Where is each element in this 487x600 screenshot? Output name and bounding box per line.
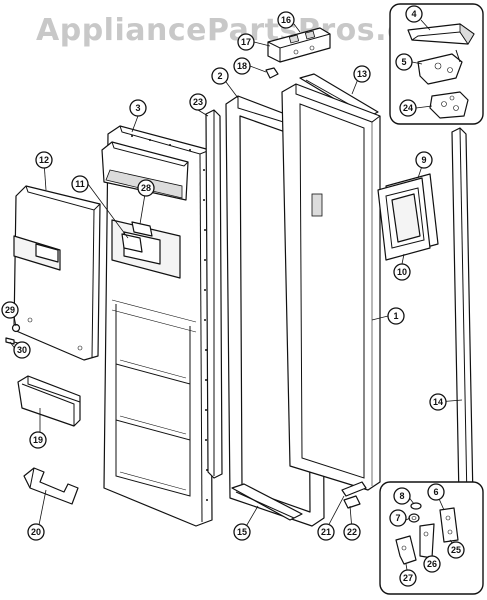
callout-label: 5	[401, 57, 406, 67]
callout-13: 13	[353, 65, 371, 83]
callout-15: 15	[233, 523, 251, 541]
dispenser-cap	[131, 221, 153, 237]
callout-4: 4	[405, 5, 423, 23]
callout-label: 27	[403, 573, 413, 583]
callout-label: 26	[427, 559, 437, 569]
liner-rivets	[131, 135, 208, 501]
callout-27: 27	[399, 569, 417, 587]
callout-label: 23	[193, 97, 203, 107]
callout-11: 11	[71, 175, 89, 193]
callout-label: 10	[397, 267, 407, 277]
callout-23: 23	[189, 93, 207, 111]
callout-label: 20	[31, 527, 41, 537]
callout-label: 21	[321, 527, 331, 537]
dispenser-frame	[377, 173, 439, 261]
callout-12: 12	[35, 151, 53, 169]
callout-label: 30	[17, 345, 27, 355]
callout-16: 16	[277, 11, 295, 29]
screw-and-washer	[5, 323, 23, 345]
callout-label: 25	[451, 545, 461, 555]
callout-20: 20	[27, 523, 45, 541]
callout-3: 3	[129, 99, 147, 117]
callout-label: 19	[33, 435, 43, 445]
inner-door-liner	[101, 125, 213, 527]
outer-door-panel	[281, 83, 381, 491]
callout-19: 19	[29, 431, 47, 449]
callout-label: 15	[237, 527, 247, 537]
side-strip	[205, 109, 223, 479]
callout-label: 28	[141, 183, 151, 193]
callout-9: 9	[415, 151, 433, 169]
dispenser-paddle	[121, 233, 143, 253]
callout-28: 28	[137, 179, 155, 197]
bottom-door-strip	[231, 483, 303, 521]
callout-1: 1	[387, 307, 405, 325]
callout-label: 7	[395, 513, 400, 523]
callout-label: 3	[135, 103, 140, 113]
callout-10: 10	[393, 263, 411, 281]
callout-8: 8	[393, 487, 411, 505]
callout-30: 30	[13, 341, 31, 359]
callout-label: 9	[421, 155, 426, 165]
callout-label: 13	[357, 69, 367, 79]
door-bin	[17, 375, 81, 427]
bottom-hinge-pieces	[341, 481, 367, 509]
callout-label: 22	[347, 527, 357, 537]
callout-label: 24	[403, 103, 413, 113]
callout-label: 1	[393, 311, 398, 321]
callout-label: 4	[411, 9, 416, 19]
callout-label: 29	[5, 305, 15, 315]
callout-label: 12	[39, 155, 49, 165]
callout-label: 6	[433, 487, 438, 497]
hinge-inset-bottom	[379, 481, 484, 595]
callout-label: 18	[237, 61, 247, 71]
callout-24: 24	[399, 99, 417, 117]
callout-label: 8	[399, 491, 404, 501]
hinge-inset-top	[389, 3, 484, 125]
callout-label: 11	[75, 179, 85, 189]
callout-25: 25	[447, 541, 465, 559]
callout-2: 2	[211, 67, 229, 85]
callout-7: 7	[389, 509, 407, 527]
callout-label: 2	[217, 71, 222, 81]
callout-6: 6	[427, 483, 445, 501]
callout-26: 26	[423, 555, 441, 573]
bin-bracket	[23, 467, 79, 505]
callout-18: 18	[233, 57, 251, 75]
callout-label: 14	[433, 397, 443, 407]
dispenser-cover	[13, 185, 101, 361]
callout-label: 16	[281, 15, 291, 25]
callout-14: 14	[429, 393, 447, 411]
callout-22: 22	[343, 523, 361, 541]
callout-29: 29	[1, 301, 19, 319]
callout-label: 17	[241, 37, 251, 47]
top-hinge-bracket	[267, 27, 331, 63]
callout-17: 17	[237, 33, 255, 51]
small-clip	[265, 67, 279, 79]
callout-5: 5	[395, 53, 413, 71]
callout-21: 21	[317, 523, 335, 541]
